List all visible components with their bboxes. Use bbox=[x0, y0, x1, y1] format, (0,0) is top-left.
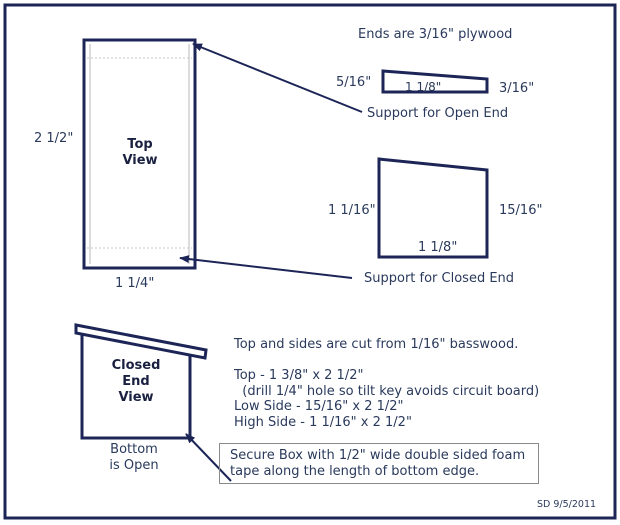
support-open-right-dim: 3/16" bbox=[499, 81, 535, 96]
top-view-width-label: 1 1/4" bbox=[115, 276, 155, 291]
support-open-left-dim: 5/16" bbox=[336, 75, 372, 90]
support-closed-left-dim: 1 1/16" bbox=[328, 203, 376, 218]
support-open-label: Support for Open End bbox=[367, 106, 509, 121]
closed-end-view-title: Closed End View bbox=[104, 358, 168, 406]
top-view-drawing bbox=[82, 38, 197, 270]
cut-notes: Top and sides are cut from 1/16" basswoo… bbox=[234, 337, 540, 430]
ends-material-label: Ends are 3/16" plywood bbox=[358, 27, 513, 42]
closed-end-view-line2: End bbox=[122, 374, 150, 389]
arrow-support-open bbox=[192, 43, 363, 113]
top-view-title-line2: View bbox=[122, 153, 158, 168]
arrow-callout bbox=[185, 433, 232, 482]
support-open-width-dim: 1 1/8" bbox=[405, 80, 442, 94]
bottom-open-line2: is Open bbox=[109, 458, 159, 473]
top-view-title: Top View bbox=[114, 137, 166, 169]
support-closed-end-shape bbox=[377, 157, 489, 259]
support-closed-label: Support for Closed End bbox=[364, 271, 515, 286]
support-closed-width-dim: 1 1/8" bbox=[418, 240, 458, 255]
support-open-end-shape bbox=[381, 69, 489, 94]
foam-tape-callout: Secure Box with 1/2" wide double sided f… bbox=[219, 443, 539, 484]
closed-end-view-line3: View bbox=[118, 390, 154, 405]
bottom-open-line1: Bottom bbox=[110, 442, 158, 457]
top-view-title-line1: Top bbox=[127, 137, 153, 152]
closed-end-view-line1: Closed bbox=[111, 358, 161, 373]
signature-date: SD 9/5/2011 bbox=[537, 499, 597, 510]
support-closed-right-dim: 15/16" bbox=[499, 203, 543, 218]
outer-frame bbox=[3, 3, 617, 520]
bottom-open-note: Bottom is Open bbox=[100, 442, 168, 474]
arrow-support-closed bbox=[179, 255, 353, 279]
closed-end-view-drawing bbox=[74, 323, 208, 440]
top-view-height-label: 2 1/2" bbox=[34, 131, 74, 146]
